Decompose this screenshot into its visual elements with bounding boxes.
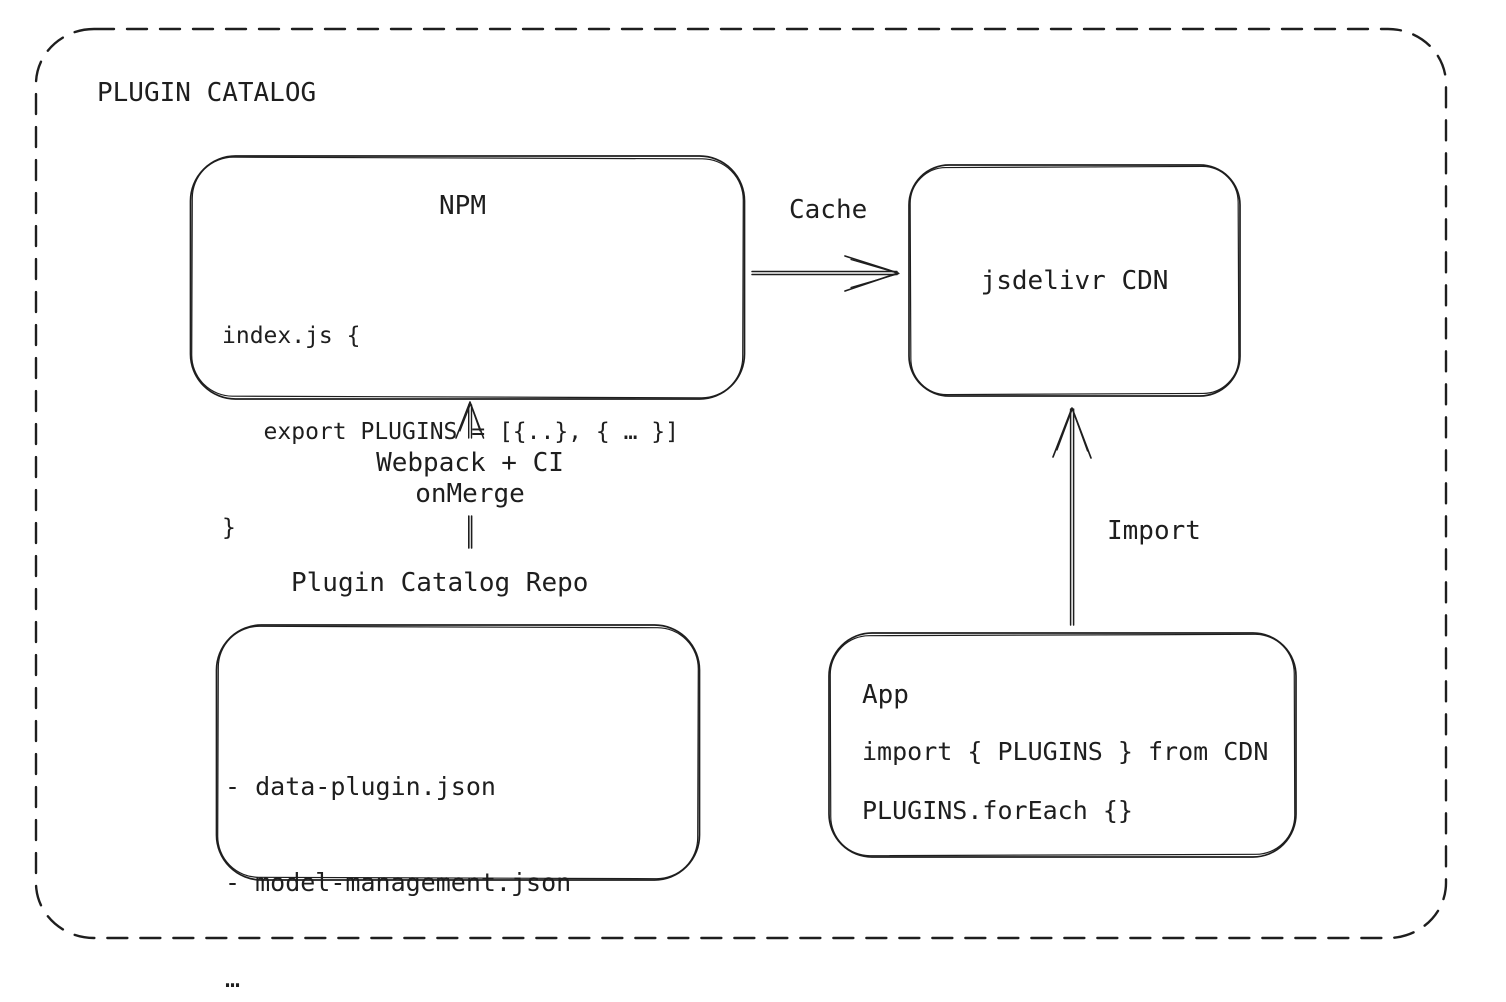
repo-file-item: - data-plugin.json bbox=[225, 772, 496, 801]
repo-box bbox=[215, 624, 701, 881]
app-code-line: PLUGINS.forEach {} bbox=[862, 796, 1133, 825]
app-code-line: import { PLUGINS } from CDN bbox=[862, 737, 1269, 766]
npm-node-title: NPM bbox=[439, 191, 486, 221]
diagram-title: PLUGIN CATALOG bbox=[97, 78, 317, 108]
build-edge-label: Webpack + CI onMerge bbox=[376, 448, 564, 509]
catalog-boundary bbox=[34, 27, 1448, 940]
cdn-node: jsdelivr CDN bbox=[908, 164, 1241, 397]
cache-arrow bbox=[751, 255, 900, 292]
app-box bbox=[828, 632, 1297, 858]
repo-file-list: - data-plugin.json - model-management.js… bbox=[225, 707, 571, 1002]
cdn-box bbox=[908, 164, 1241, 397]
repo-node-title: Plugin Catalog Repo bbox=[291, 568, 589, 598]
npm-code-line: index.js { bbox=[222, 323, 361, 349]
npm-code-line: export PLUGINS = [{..}, { … }] bbox=[222, 419, 679, 445]
cache-edge-label: Cache bbox=[789, 195, 868, 225]
npm-box bbox=[189, 155, 746, 400]
repo-file-item: … bbox=[225, 964, 241, 993]
import-edge-label: Import bbox=[1107, 516, 1201, 546]
npm-code-block: index.js { export PLUGINS = [{..}, { … }… bbox=[222, 256, 679, 608]
cdn-node-label: jsdelivr CDN bbox=[980, 265, 1169, 296]
import-arrow bbox=[1052, 407, 1092, 626]
app-node-title: App bbox=[862, 680, 909, 710]
npm-code-line: } bbox=[222, 515, 236, 541]
build-arrow bbox=[455, 401, 485, 549]
repo-file-item: - model-management.json bbox=[225, 868, 572, 897]
